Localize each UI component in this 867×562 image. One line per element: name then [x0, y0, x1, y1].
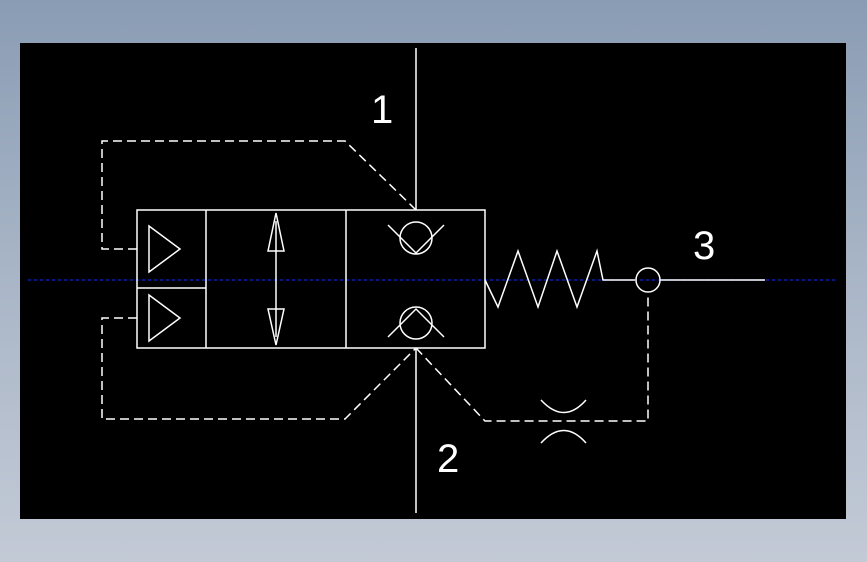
cad-viewport[interactable]: 1 2 3: [20, 43, 846, 519]
port-1-label: 1: [371, 88, 393, 132]
valve-schematic: 1 2 3: [28, 48, 838, 513]
spring-icon: [484, 248, 635, 310]
orifice-icon: [540, 399, 587, 444]
port-3-label: 3: [693, 224, 715, 268]
valve-body: [136, 209, 486, 349]
port-2-label: 2: [437, 437, 459, 481]
pilot-triangle-icon: [148, 224, 182, 343]
double-arrow-icon: [267, 212, 285, 346]
check-valve-upper: [387, 221, 445, 255]
check-valve-lower: [387, 306, 445, 340]
pilot-dashed-lines: [101, 140, 649, 422]
